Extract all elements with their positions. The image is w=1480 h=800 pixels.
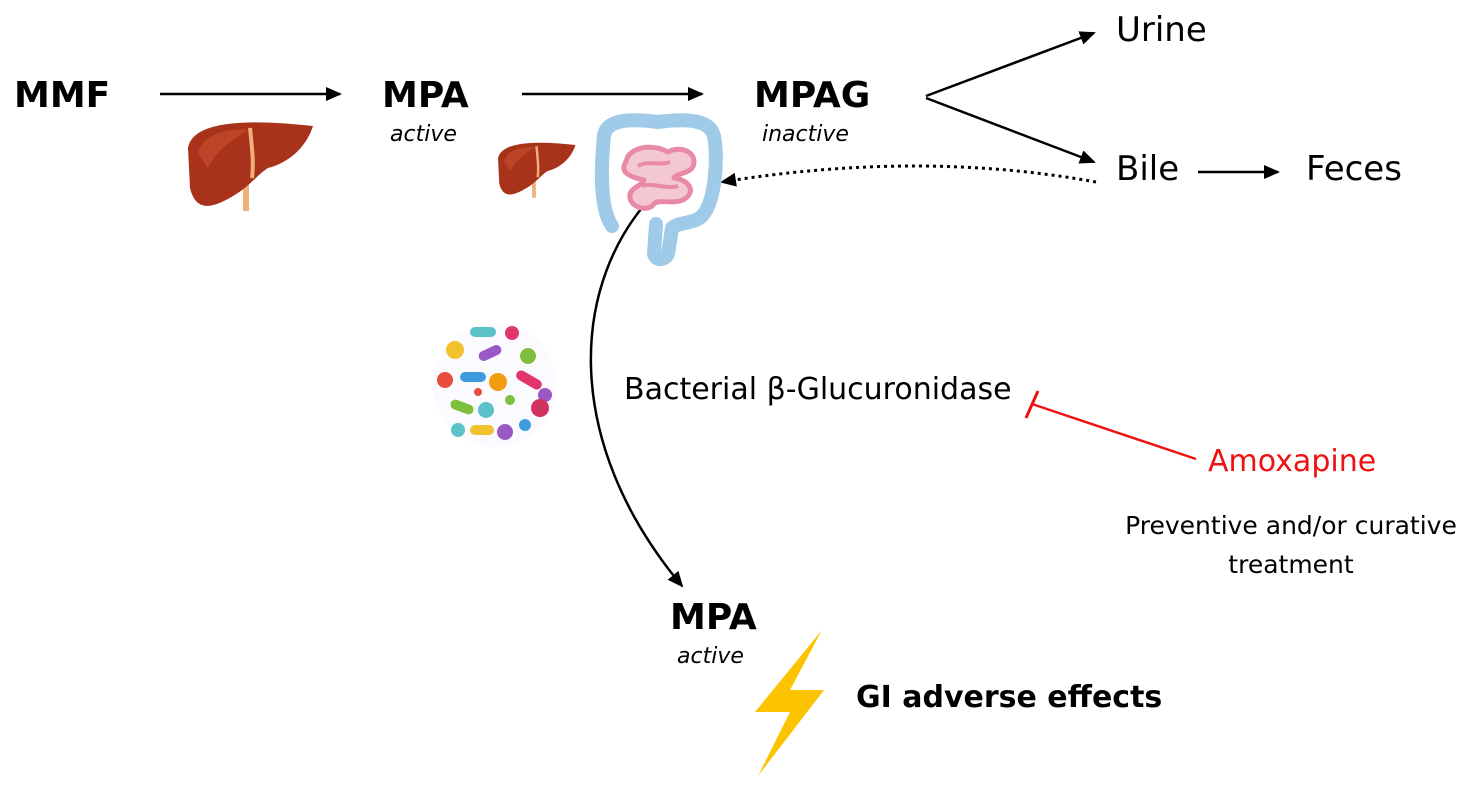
- liver-icon: [188, 122, 313, 211]
- arrow-mpag-to-urine: [925, 31, 1096, 98]
- inhibition-bar: [1024, 390, 1040, 419]
- node-urine: Urine: [1116, 10, 1207, 50]
- treatment-note: Preventive and/or curative treatment: [1125, 511, 1457, 579]
- arrow-mpag-to-bile: [925, 96, 1096, 164]
- liver-icon: [498, 142, 576, 198]
- lightning-icon: [755, 630, 824, 776]
- bacteria-cluster-icon: [433, 323, 557, 447]
- node-mpag-state: inactive: [762, 122, 849, 147]
- enzyme-label: Bacterial β-Glucuronidase: [624, 372, 1012, 407]
- node-mpa-top: MPA: [382, 75, 469, 116]
- inhibitor-label: Amoxapine: [1208, 444, 1377, 479]
- effect-label: GI adverse effects: [856, 680, 1163, 715]
- intestine-icon: [594, 113, 723, 267]
- node-feces: Feces: [1306, 149, 1402, 189]
- node-mpa-top-state: active: [390, 122, 457, 147]
- node-mpag: MPAG: [754, 75, 871, 116]
- node-mpa-bottom-state: active: [677, 644, 744, 669]
- node-bile: Bile: [1116, 149, 1180, 189]
- arrow-intestine-to-mpa: [589, 191, 684, 588]
- node-mmf: MMF: [14, 75, 111, 116]
- node-mpa-bottom: MPA: [670, 597, 757, 638]
- arrow-bile-to-intestine-dotted: [720, 164, 1097, 187]
- inhibition-line: [1031, 402, 1197, 461]
